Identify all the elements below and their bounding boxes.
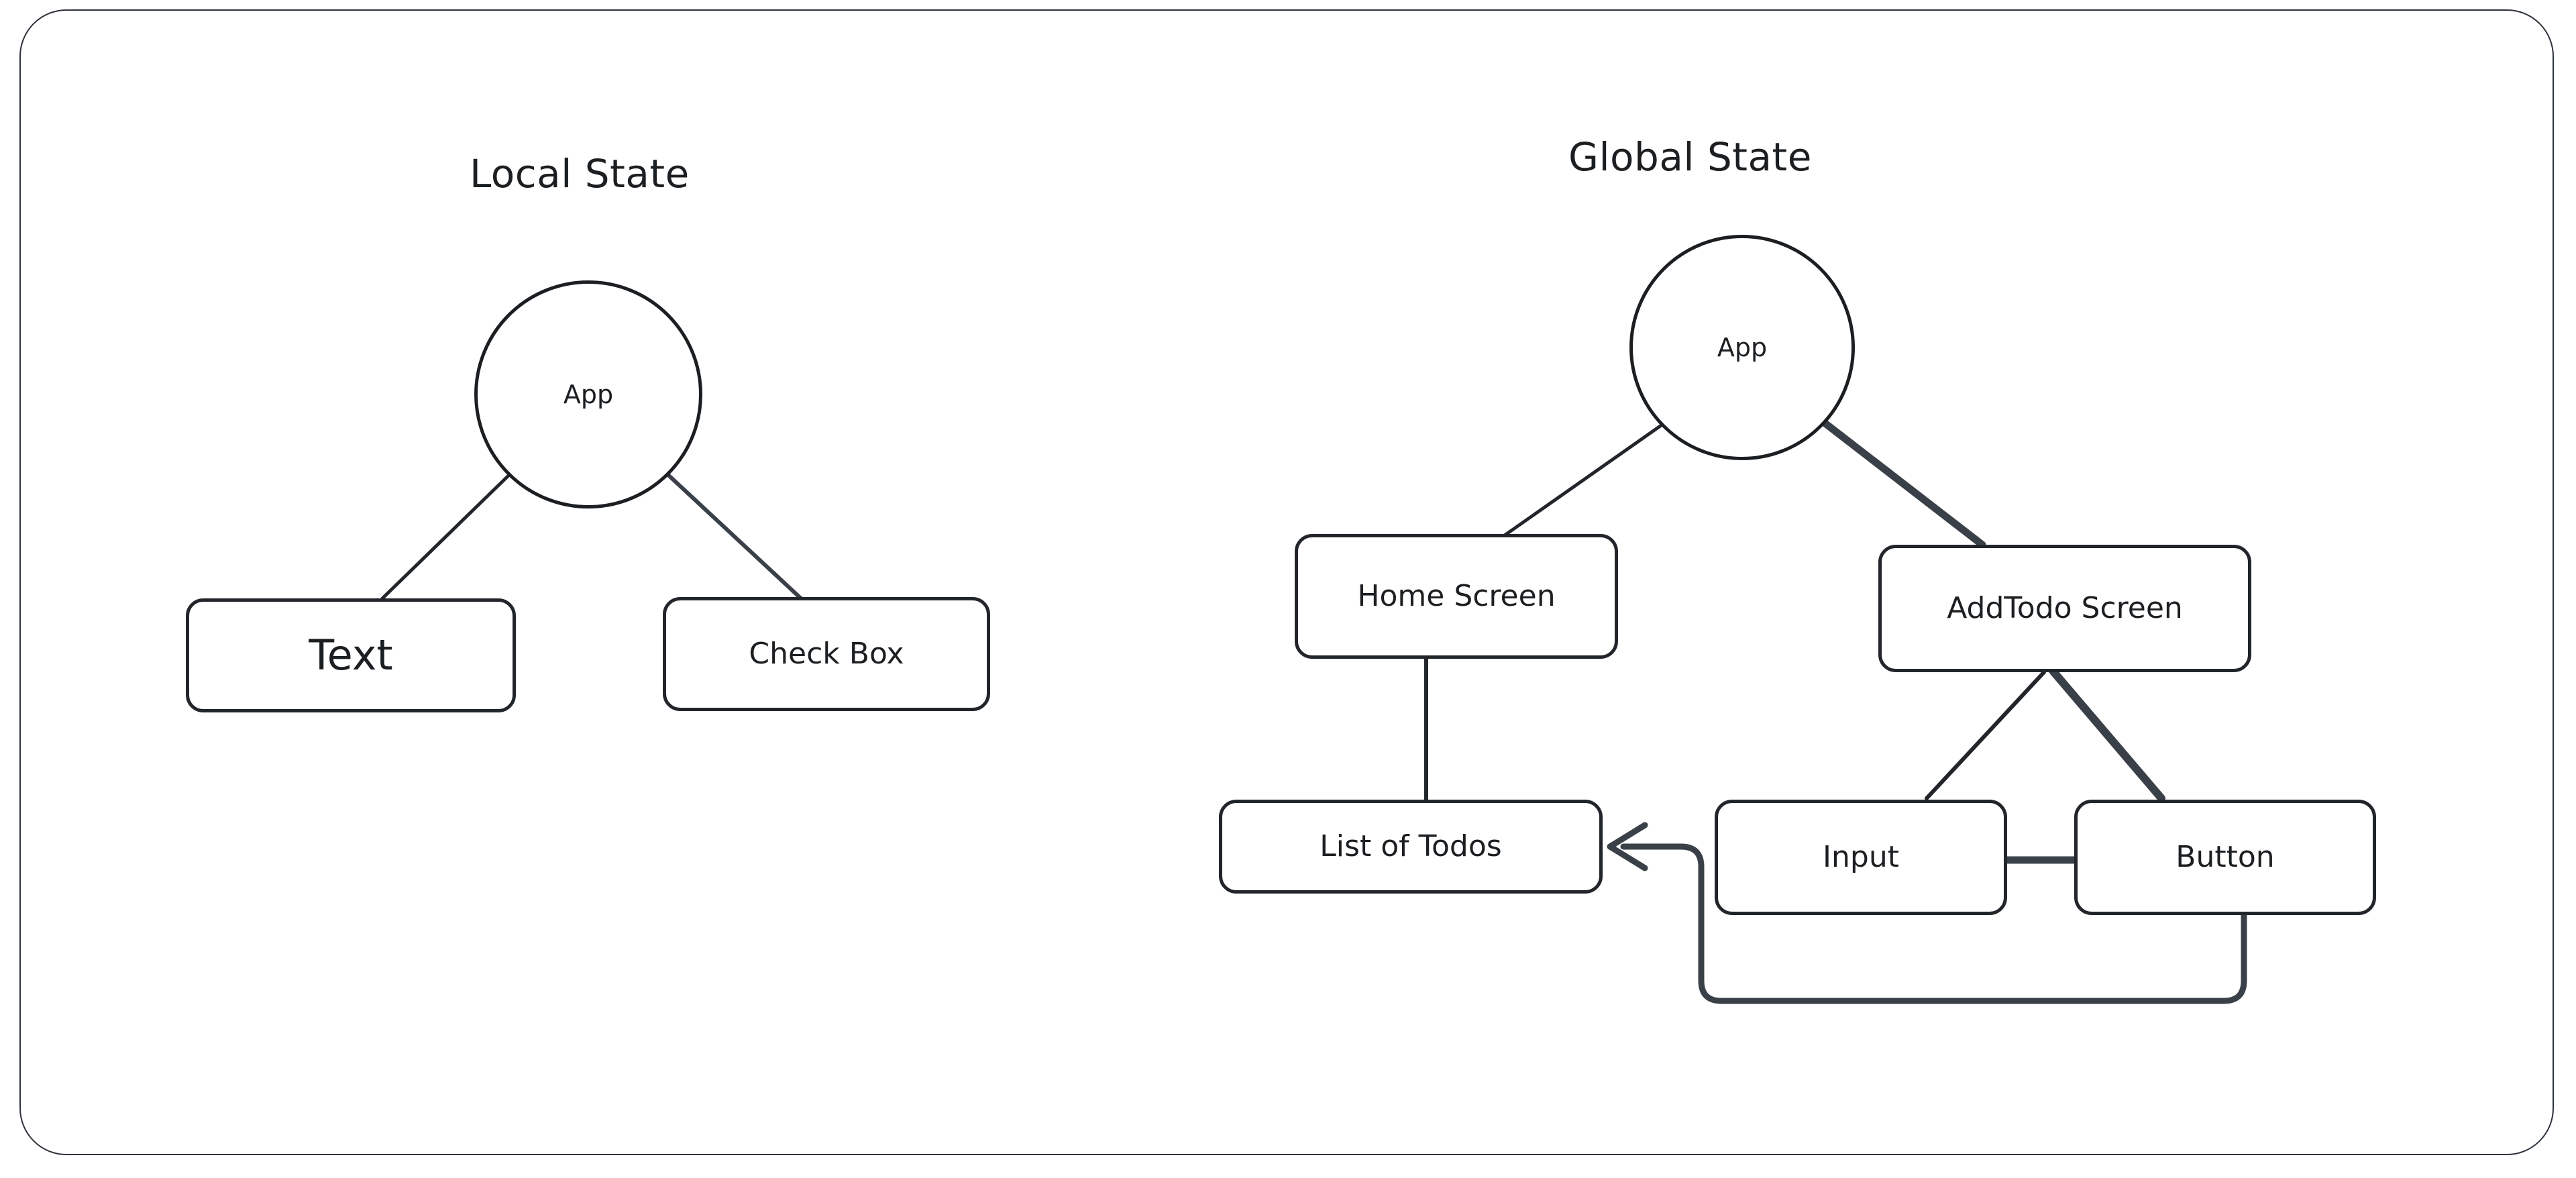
node-label: AddTodo Screen (1947, 591, 2183, 625)
whiteboard-frame (19, 9, 2554, 1155)
node-input[interactable]: Input (1715, 800, 2007, 915)
node-label: Input (1823, 840, 1899, 874)
node-list-of-todos[interactable]: List of Todos (1219, 800, 1603, 894)
node-label: List of Todos (1320, 829, 1502, 863)
node-check-box[interactable]: Check Box (663, 597, 990, 711)
node-app-global[interactable]: App (1629, 235, 1855, 460)
node-label: Home Screen (1357, 579, 1556, 613)
node-label: App (563, 380, 614, 409)
node-button[interactable]: Button (2074, 800, 2376, 915)
node-label: Text (309, 631, 393, 680)
node-app-local[interactable]: App (474, 280, 702, 508)
panel-title-local-state: Local State (470, 151, 690, 197)
node-label: Check Box (749, 637, 904, 671)
node-home-screen[interactable]: Home Screen (1295, 534, 1618, 659)
node-text[interactable]: Text (186, 598, 516, 712)
panel-title-global-state: Global State (1568, 134, 1812, 180)
node-label: App (1717, 333, 1768, 362)
node-label: Button (2176, 840, 2275, 874)
node-addtodo-screen[interactable]: AddTodo Screen (1878, 545, 2251, 672)
